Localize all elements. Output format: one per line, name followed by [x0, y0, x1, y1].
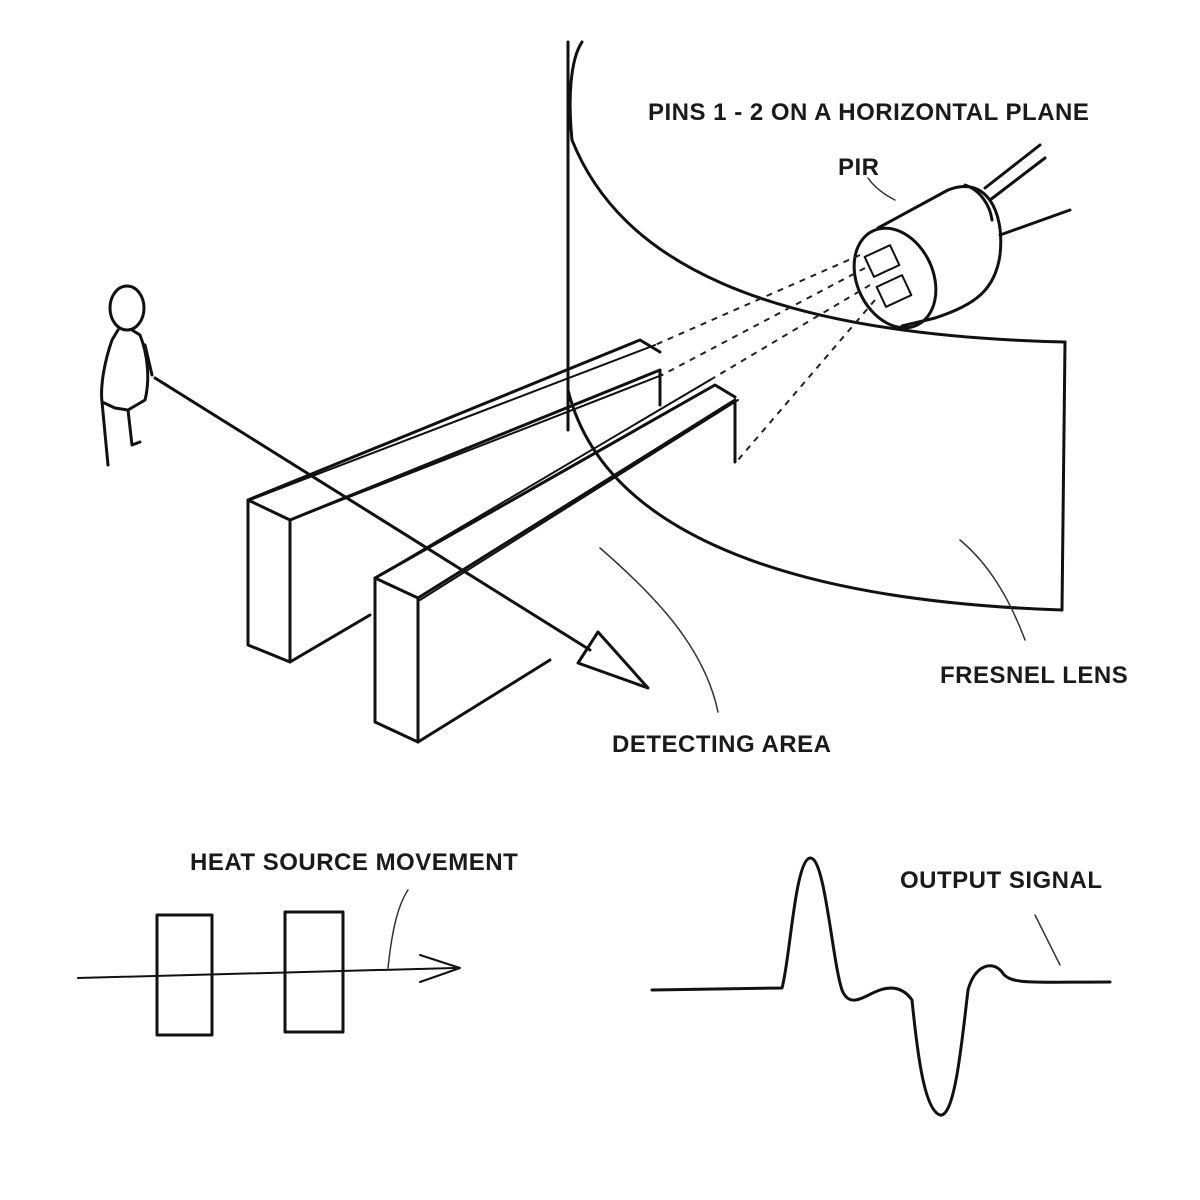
- detecting-area-leader: [599, 547, 719, 713]
- detection-zone-2: [373, 383, 737, 744]
- pir-sensor: [852, 143, 1072, 330]
- pins-plane-label: PINS 1 - 2 ON A HORIZONTAL PLANE: [648, 99, 1089, 126]
- detection-beams: [249, 254, 876, 601]
- movement-arrow: [153, 376, 650, 690]
- heat-source-schematic: [77, 889, 461, 1037]
- fresnel-lens-sheet: [566, 40, 1067, 641]
- fresnel-lens-label: FRESNEL LENS: [940, 662, 1128, 689]
- heat-source-movement-label: HEAT SOURCE MOVEMENT: [190, 849, 518, 876]
- pir-label: PIR: [838, 154, 880, 181]
- output-signal-label: OUTPUT SIGNAL: [900, 867, 1103, 894]
- person-figure: [100, 284, 154, 467]
- output-signal-waveform: [650, 856, 1112, 1117]
- detection-zone-1: [246, 338, 662, 664]
- detecting-area-label: DETECTING AREA: [612, 731, 831, 758]
